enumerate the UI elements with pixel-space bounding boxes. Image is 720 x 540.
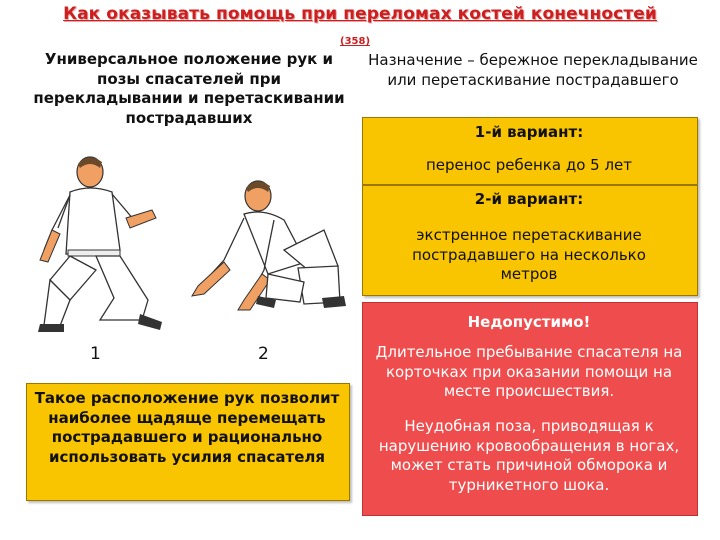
rescuer-reaching-illustration: [191, 180, 346, 311]
warning-paragraph-1: Длительное пребывание спасателя на корто…: [375, 343, 683, 400]
warning-paragraph-2: Неудобная поза, приводящая к нарушению к…: [378, 417, 680, 494]
variant2-box: [362, 185, 698, 296]
variant1-text: перенос ребенка до 5 лет: [425, 156, 633, 174]
left-heading: Универсальное положение рук и позы спаса…: [33, 50, 345, 127]
warning-box: [362, 302, 698, 516]
warning-title: Недопустимо!: [467, 313, 591, 331]
variant2-title: 2-й вариант:: [474, 190, 584, 208]
page-title: Как оказывать помощь при переломах косте…: [63, 4, 657, 24]
rescuer-kneeling-illustration: [38, 156, 162, 332]
variant1-title: 1-й вариант:: [474, 123, 584, 141]
note-box: [26, 383, 350, 501]
variant1-box: [362, 117, 698, 185]
slide-number: (358): [340, 36, 371, 47]
right-heading: Назначение – бережное перекладывание или…: [368, 51, 698, 89]
figure-label-2: 2: [258, 344, 269, 364]
figure-label-1: 1: [90, 344, 101, 364]
variant2-text: экстренное перетаскивание пострадавшего …: [412, 226, 646, 283]
note-text: Такое расположение рук позволит наиболее…: [34, 389, 340, 466]
